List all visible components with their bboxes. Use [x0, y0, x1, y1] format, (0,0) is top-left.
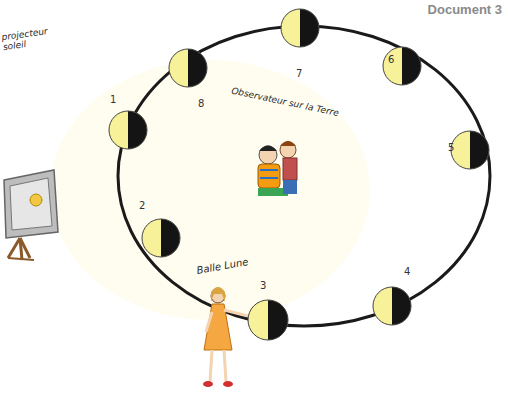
callout-number: 4 — [404, 266, 410, 277]
callout-number: 1 — [110, 94, 116, 105]
callout-number: 3 — [260, 280, 266, 291]
moon-ball-shape — [280, 8, 320, 48]
lit-half — [248, 300, 288, 340]
moon-ball-shape — [141, 218, 181, 258]
callout-number: 7 — [296, 68, 302, 79]
observer-label: Observateur sur la Terre — [230, 86, 369, 125]
moon-outline — [248, 300, 288, 340]
moon-ball: 6 — [382, 46, 422, 86]
moon-outline — [169, 49, 207, 87]
callout-number: 8 — [198, 98, 204, 109]
callout-number: 6 — [388, 54, 394, 65]
moon-outline — [451, 131, 489, 169]
moon-ball-shape — [382, 46, 422, 86]
moon-outline — [281, 9, 319, 47]
document-title: Document 3 — [428, 2, 502, 17]
moon-outline — [109, 111, 147, 149]
dark-half — [300, 9, 319, 47]
moon-outline — [383, 47, 421, 85]
observer-children — [258, 141, 297, 196]
dark-half — [128, 111, 147, 149]
lit-half — [373, 287, 411, 325]
lit-half — [169, 49, 207, 87]
dark-half — [392, 287, 411, 325]
moon-ball: 3 — [247, 299, 289, 341]
dark-half — [402, 47, 421, 85]
moon-ball: 8 — [168, 48, 208, 88]
moon-ball: 2 — [141, 218, 181, 258]
moon-orbit — [118, 26, 490, 326]
lit-half — [109, 111, 147, 149]
ball-label: Balle Lune — [196, 251, 277, 276]
projector-label: projecteur soleil — [1, 24, 65, 52]
moon-ball-shape — [168, 48, 208, 88]
moon-ball-shape — [372, 286, 412, 326]
girl-holding-moon — [203, 287, 248, 387]
lit-half — [281, 9, 319, 47]
moon-ball-shape — [450, 130, 490, 170]
dark-half — [470, 131, 489, 169]
moon-ball: 4 — [372, 286, 412, 326]
moon-outline — [373, 287, 411, 325]
callout-number: 2 — [139, 200, 145, 211]
moon-ball-shape — [247, 299, 289, 341]
dark-half — [268, 300, 288, 340]
moon-ball: 5 — [450, 130, 490, 170]
lit-half — [451, 131, 489, 169]
moon-ball-shape — [108, 110, 148, 150]
moon-ball: 7 — [280, 8, 320, 48]
moon-outline — [142, 219, 180, 257]
projector-symbol — [4, 170, 58, 260]
dark-half — [161, 219, 180, 257]
lit-half — [142, 219, 180, 257]
callout-number: 5 — [448, 142, 454, 153]
light-glow — [50, 60, 370, 320]
lit-half — [383, 47, 421, 85]
moon-ball: 1 — [108, 110, 148, 150]
dark-half — [188, 49, 207, 87]
